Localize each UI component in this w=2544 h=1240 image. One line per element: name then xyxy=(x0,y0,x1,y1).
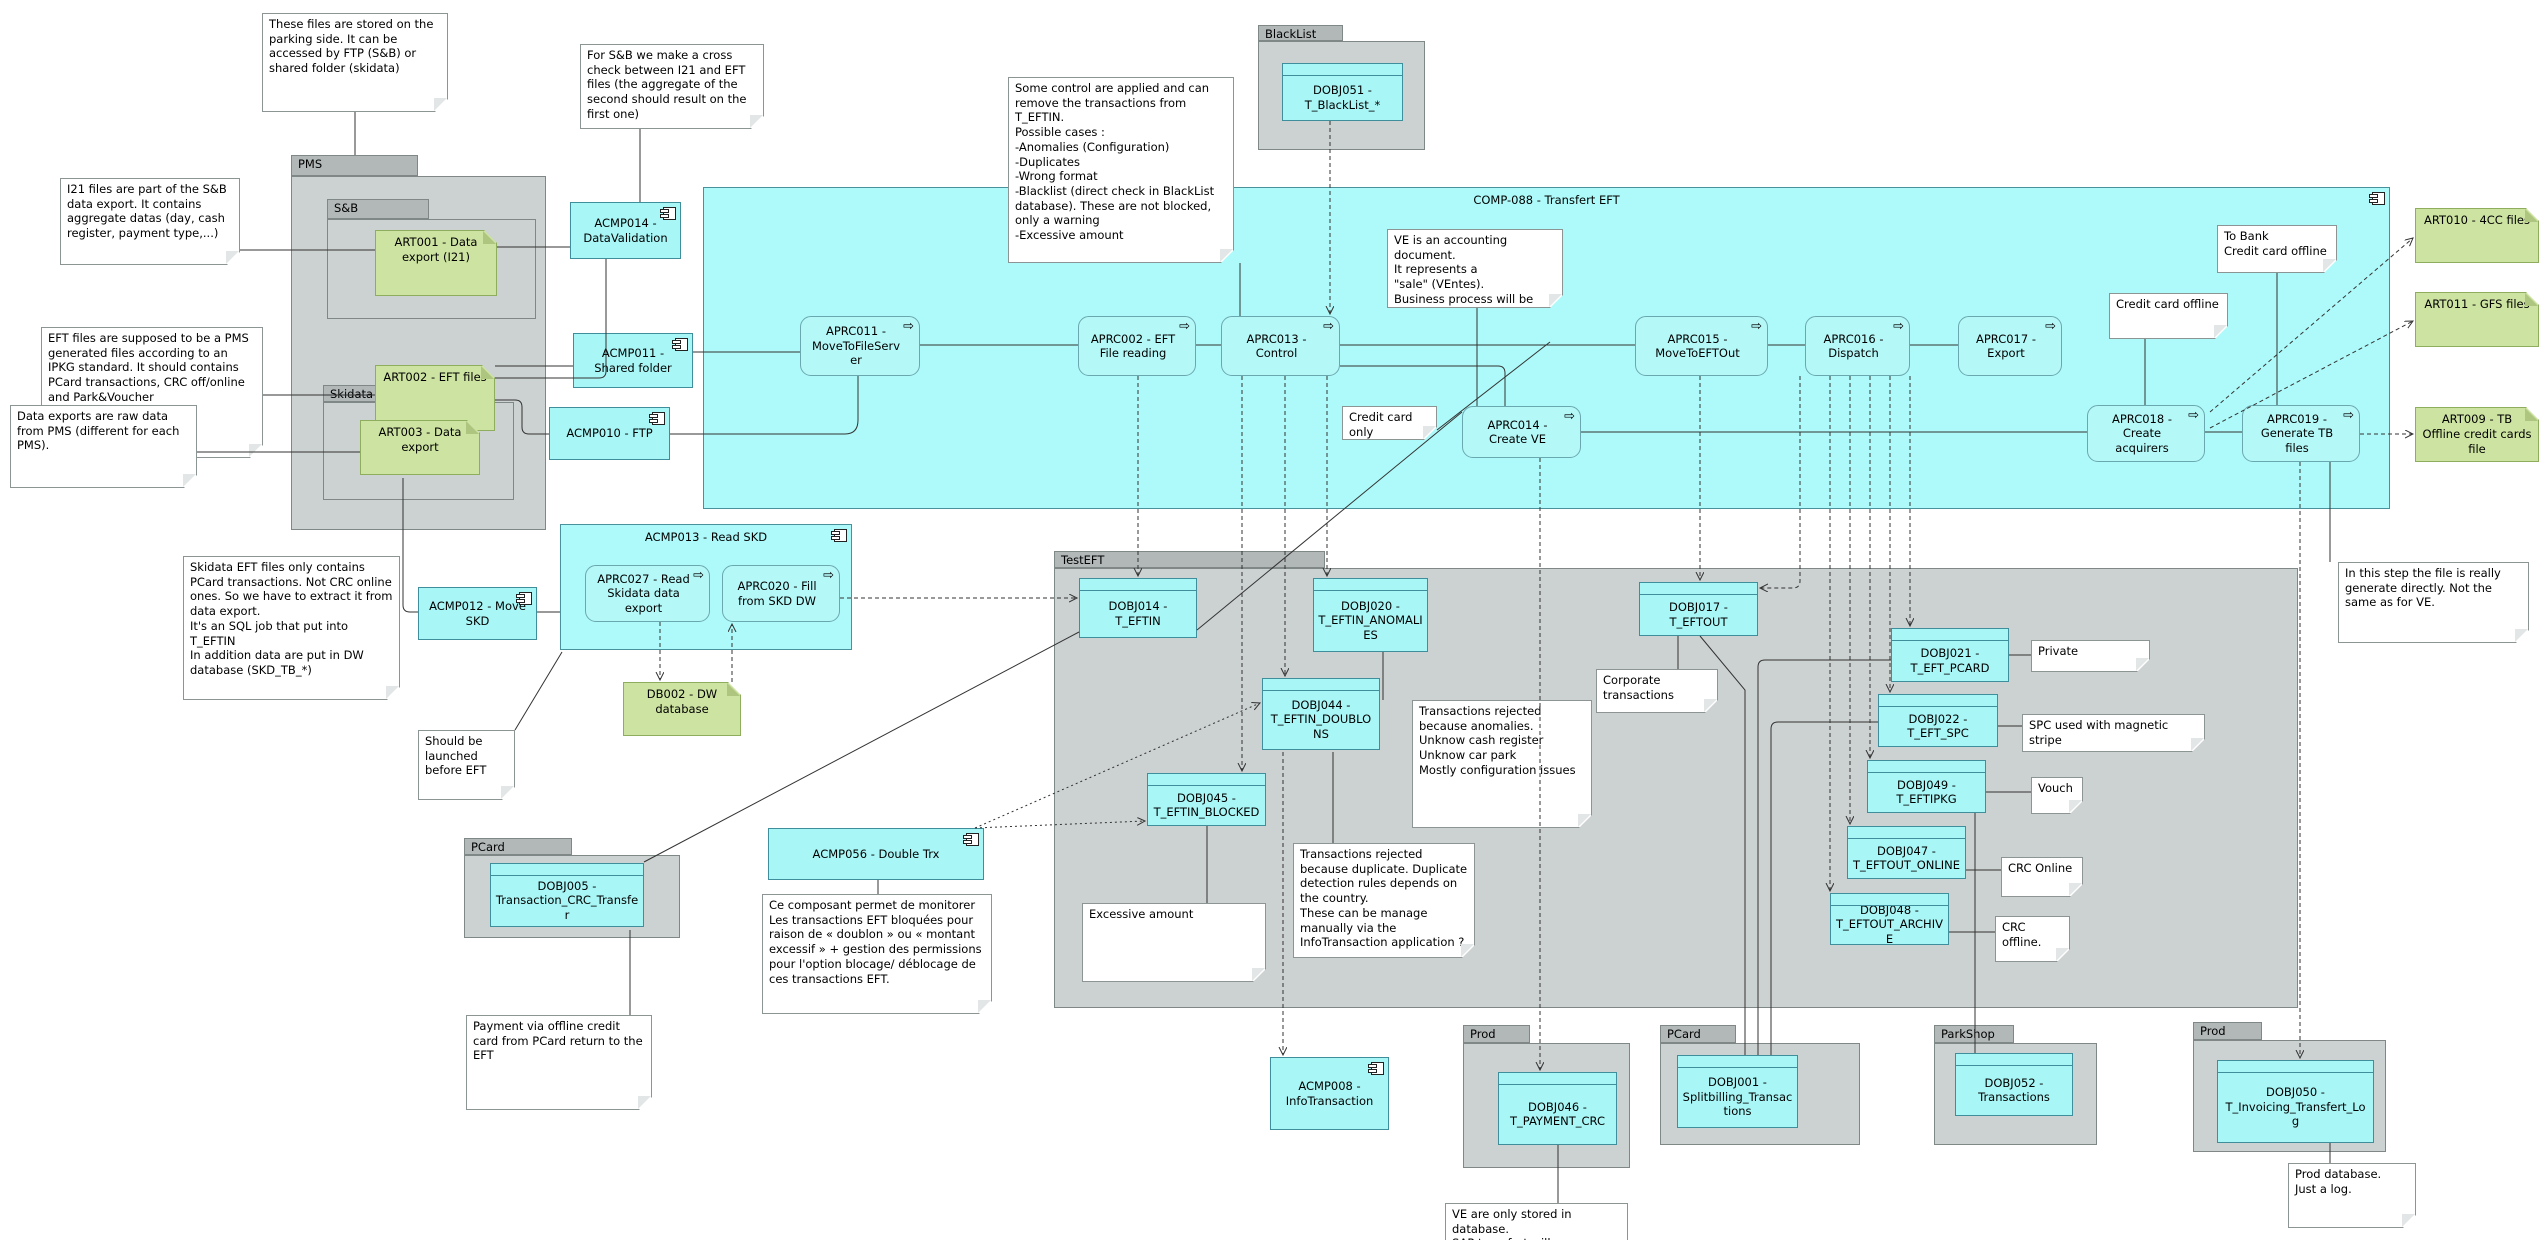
dataobject-dobj049[interactable]: DOBJ049 - T_EFTIPKG xyxy=(1867,760,1986,813)
process-arrow-icon: ⇨ xyxy=(693,568,704,583)
component-icon xyxy=(1368,1062,1384,1075)
artifact-art010[interactable]: ART010 - 4CC files xyxy=(2415,208,2539,263)
dataobject-dobj050[interactable]: DOBJ050 - T_Invoicing_Transfert_Log xyxy=(2217,1060,2374,1143)
note-credit-card-only[interactable]: Credit card only xyxy=(1342,406,1437,440)
note-rejected-duplicate[interactable]: Transactions rejected because duplicate.… xyxy=(1293,843,1475,958)
component-acmp010[interactable]: ACMP010 - FTP xyxy=(549,407,670,460)
process-arrow-icon: ⇨ xyxy=(2188,408,2199,423)
note-composant-monitorer[interactable]: Ce composant permet de monitorer Les tra… xyxy=(762,894,992,1014)
component-icon xyxy=(831,529,847,542)
group-pms-tab[interactable]: PMS xyxy=(291,155,418,176)
group-pcard2-tab[interactable]: PCard xyxy=(1660,1025,1736,1043)
dataobject-dobj017[interactable]: DOBJ017 - T_EFTOUT xyxy=(1639,582,1758,636)
note-crc-offline[interactable]: CRC offline. xyxy=(1995,916,2070,962)
note-payment-offline-card[interactable]: Payment via offline credit card from PCa… xyxy=(466,1015,652,1110)
artifact-db002[interactable]: DB002 - DW database xyxy=(623,682,741,736)
process-aprc011[interactable]: APRC011 - MoveToFileServer⇨ xyxy=(800,316,920,376)
note-excessive-amount[interactable]: Excessive amount xyxy=(1082,903,1266,982)
dataobject-dobj052[interactable]: DOBJ052 - Transactions xyxy=(1955,1053,2073,1116)
component-icon xyxy=(672,338,688,351)
note-rejected-anomalies[interactable]: Transactions rejected because anomalies.… xyxy=(1412,700,1592,828)
note-launched-before-eft[interactable]: Should be launched before EFT xyxy=(418,730,515,800)
process-aprc014[interactable]: APRC014 - Create VE⇨ xyxy=(1462,406,1581,458)
process-aprc002[interactable]: APRC002 - EFT File reading⇨ xyxy=(1078,316,1196,376)
artifact-art003[interactable]: ART003 - Data export xyxy=(360,420,480,475)
component-acmp012[interactable]: ACMP012 - Move SKD xyxy=(418,587,537,640)
process-arrow-icon: ⇨ xyxy=(1564,409,1575,424)
group-prod2-tab[interactable]: Prod xyxy=(2193,1022,2262,1040)
note-file-generated-directly[interactable]: In this step the file is really generate… xyxy=(2338,562,2529,643)
component-acmp014[interactable]: ACMP014 - DataValidation xyxy=(570,202,681,259)
note-crc-online[interactable]: CRC Online xyxy=(2001,857,2083,897)
group-pcard1-tab[interactable]: PCard xyxy=(464,838,572,855)
artifact-art001[interactable]: ART001 - Data export (I21) xyxy=(375,230,497,296)
component-icon xyxy=(649,412,665,425)
process-aprc020[interactable]: APRC020 - Fill from SKD DW⇨ xyxy=(722,565,840,622)
note-prod-database-log[interactable]: Prod database. Just a log. xyxy=(2288,1163,2416,1228)
note-ve-stored-database[interactable]: VE are only stored in database. SAP tran… xyxy=(1445,1203,1628,1240)
process-arrow-icon: ⇨ xyxy=(1893,319,1904,334)
process-aprc027[interactable]: APRC027 - Read Skidata data export⇨ xyxy=(585,565,710,622)
component-icon xyxy=(963,833,979,846)
component-icon xyxy=(660,207,676,220)
component-icon xyxy=(2369,192,2385,205)
process-arrow-icon: ⇨ xyxy=(903,319,914,334)
process-arrow-icon: ⇨ xyxy=(1179,319,1190,334)
group-prod1-tab[interactable]: Prod xyxy=(1463,1025,1530,1043)
process-aprc017[interactable]: APRC017 - Export⇨ xyxy=(1958,316,2062,376)
process-arrow-icon: ⇨ xyxy=(2343,408,2354,423)
dataobject-dobj020[interactable]: DOBJ020 - T_EFTIN_ANOMALIES xyxy=(1313,578,1428,652)
component-icon xyxy=(516,592,532,605)
dataobject-dobj021[interactable]: DOBJ021 - T_EFT_PCARD xyxy=(1891,628,2009,682)
note-sb-cross-check[interactable]: For S&B we make a cross check between I2… xyxy=(580,44,764,129)
artifact-art011[interactable]: ART011 - GFS files xyxy=(2415,292,2539,347)
dataobject-dobj014[interactable]: DOBJ014 - T_EFTIN xyxy=(1079,578,1197,638)
process-aprc015[interactable]: APRC015 - MoveToEFTOut⇨ xyxy=(1635,316,1768,376)
process-arrow-icon: ⇨ xyxy=(823,568,834,583)
note-vouch[interactable]: Vouch xyxy=(2031,777,2083,814)
component-acmp008[interactable]: ACMP008 - InfoTransaction xyxy=(1270,1057,1389,1130)
note-corporate-transactions[interactable]: Corporate transactions xyxy=(1596,669,1718,713)
artifact-art009[interactable]: ART009 - TB Offline credit cards file xyxy=(2415,407,2539,462)
dataobject-dobj046[interactable]: DOBJ046 - T_PAYMENT_CRC xyxy=(1498,1072,1617,1145)
note-data-exports-raw[interactable]: Data exports are raw data from PMS (diff… xyxy=(10,405,197,488)
group-parkshop-tab[interactable]: ParkShop xyxy=(1934,1025,2014,1043)
note-private[interactable]: Private xyxy=(2031,640,2150,672)
process-arrow-icon: ⇨ xyxy=(1323,319,1334,334)
dataobject-dobj047[interactable]: DOBJ047 - T_EFTOUT_ONLINE xyxy=(1847,826,1966,879)
group-sb-tab[interactable]: S&B xyxy=(327,199,429,219)
note-skidata-eft-files[interactable]: Skidata EFT files only contains PCard tr… xyxy=(183,556,400,700)
dataobject-dobj045[interactable]: DOBJ045 - T_EFTIN_BLOCKED xyxy=(1147,773,1266,826)
process-aprc013[interactable]: APRC013 - Control⇨ xyxy=(1221,316,1340,376)
dataobject-dobj051[interactable]: DOBJ051 - T_BlackList_* xyxy=(1282,63,1403,121)
process-aprc018[interactable]: APRC018 - Create acquirers⇨ xyxy=(2087,405,2205,462)
group-testeft-tab[interactable]: TestEFT xyxy=(1054,551,1325,568)
note-files-stored-parking[interactable]: These files are stored on the parking si… xyxy=(262,13,448,112)
note-to-bank[interactable]: To Bank Credit card offline xyxy=(2217,225,2337,273)
component-acmp056[interactable]: ACMP056 - Double Trx xyxy=(768,828,984,880)
dataobject-dobj022[interactable]: DOBJ022 - T_EFT_SPC xyxy=(1878,694,1998,747)
note-credit-card-offline[interactable]: Credit card offline xyxy=(2109,293,2228,339)
dataobject-dobj044[interactable]: DOBJ044 - T_EFTIN_DOUBLONS xyxy=(1262,678,1380,750)
dataobject-dobj001[interactable]: DOBJ001 - Splitbilling_Transactions xyxy=(1677,1055,1798,1128)
process-arrow-icon: ⇨ xyxy=(2045,319,2056,334)
process-arrow-icon: ⇨ xyxy=(1751,319,1762,334)
note-some-control[interactable]: Some control are applied and can remove … xyxy=(1008,77,1234,263)
dataobject-dobj005[interactable]: DOBJ005 - Transaction_CRC_Transfer xyxy=(490,863,644,927)
process-aprc019[interactable]: APRC019 - Generate TB files⇨ xyxy=(2242,405,2360,462)
note-ve-accounting[interactable]: VE is an accounting document. It represe… xyxy=(1387,229,1563,308)
group-blacklist-tab[interactable]: BlackList xyxy=(1258,25,1343,41)
container-acmp013-label: ACMP013 - Read SKD xyxy=(644,530,768,544)
note-i21-files[interactable]: I21 files are part of the S&B data expor… xyxy=(60,178,240,265)
note-spc-magnetic[interactable]: SPC used with magnetic stripe xyxy=(2022,714,2205,752)
component-acmp011[interactable]: ACMP011 - Shared folder xyxy=(573,333,693,388)
process-aprc016[interactable]: APRC016 - Dispatch⇨ xyxy=(1805,316,1910,376)
dataobject-dobj048[interactable]: DOBJ048 - T_EFTOUT_ARCHIVE xyxy=(1830,893,1949,946)
container-comp088-label: COMP-088 - Transfert EFT xyxy=(1473,193,1620,207)
